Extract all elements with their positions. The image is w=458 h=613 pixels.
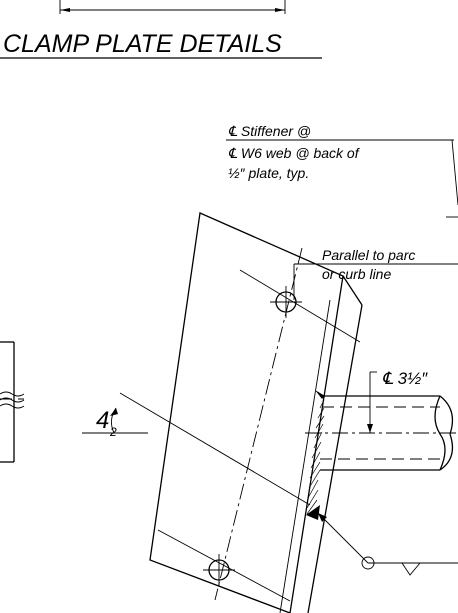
bolt-hole-bottom bbox=[203, 554, 235, 586]
pipe bbox=[305, 395, 458, 471]
stiffener-note-line1: ℄ Stiffener @ bbox=[228, 123, 311, 139]
parallel-note-line2: or curb line bbox=[322, 266, 391, 282]
left-partial-view bbox=[0, 341, 25, 463]
stiffener-note-line2: ℄ W6 web @ back of bbox=[228, 145, 361, 161]
weld-symbol bbox=[317, 512, 458, 576]
drawing-title: CLAMP PLATE DETAILS bbox=[3, 30, 282, 58]
weld-hatch bbox=[306, 390, 325, 520]
stiffener-note-line3: ½″ plate, typ. bbox=[228, 165, 309, 181]
clamp-plate bbox=[119, 212, 363, 613]
angle-dimension: 4 2 bbox=[82, 407, 148, 439]
angle-value: 4 bbox=[96, 407, 109, 434]
bolt-centerline bbox=[214, 247, 303, 601]
pipe-dimension-label: ℄ 3½″ bbox=[382, 369, 428, 388]
stiffener-leader bbox=[451, 139, 458, 206]
angle-subscript: 2 bbox=[109, 425, 117, 439]
parallel-note-line1: Parallel to parc bbox=[322, 247, 415, 263]
top-dimension-line bbox=[59, 0, 286, 14]
bolt-hole-top bbox=[270, 286, 302, 318]
pipe-dimension: ℄ 3½″ bbox=[367, 369, 428, 433]
